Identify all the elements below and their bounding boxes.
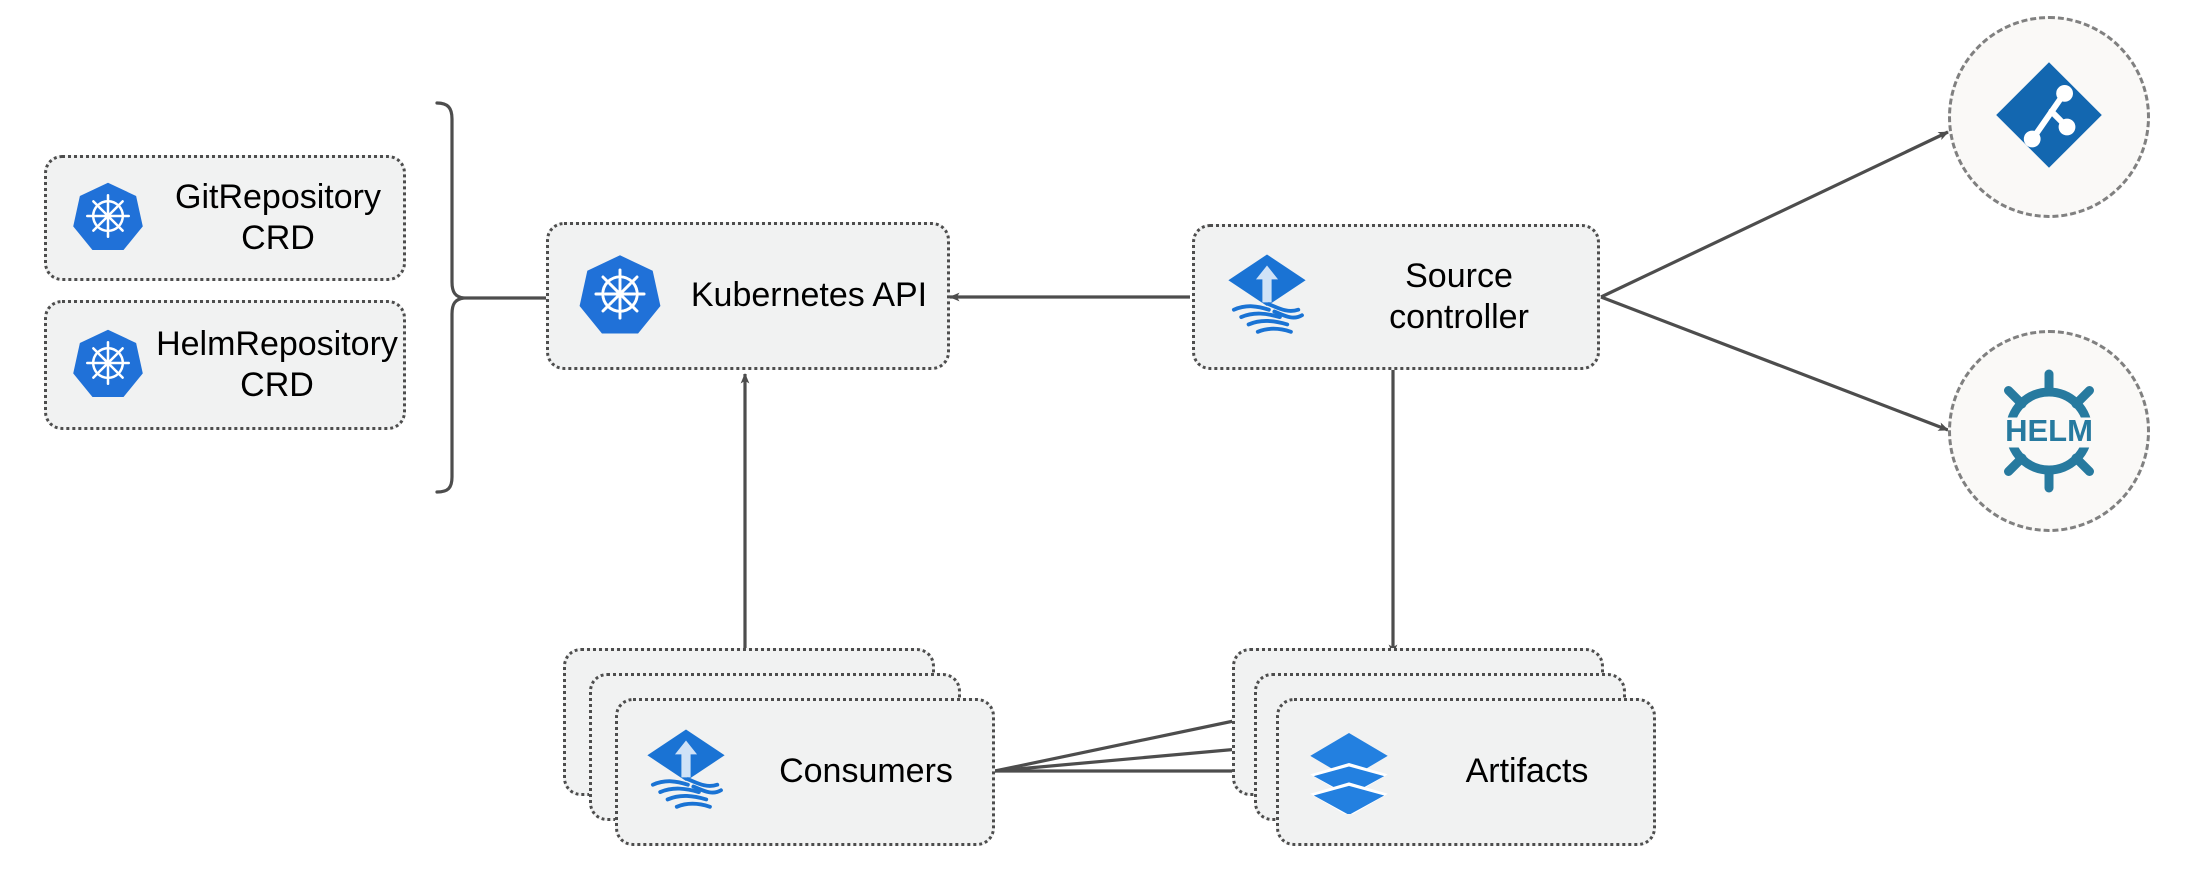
arrow-consumers-to-artifacts-2 [994, 742, 1273, 773]
node-helm-provider[interactable]: HELM [1948, 330, 2150, 532]
node-label: GitRepository CRD [175, 177, 381, 257]
arrow-source-controller-to-git [1600, 130, 1949, 299]
node-label: HelmRepository CRD [156, 324, 398, 404]
kubernetes-icon [71, 326, 145, 405]
node-source-controller[interactable]: Source controller [1192, 224, 1600, 370]
crd-bracket [435, 101, 465, 494]
flux-source-icon [640, 724, 732, 821]
node-helm-repository-crd[interactable]: HelmRepository CRD [44, 300, 406, 430]
git-icon [1989, 55, 2109, 180]
node-kubernetes-api[interactable]: Kubernetes API [546, 222, 950, 370]
kubernetes-icon [71, 179, 145, 258]
node-label: Source controller [1389, 256, 1529, 336]
layers-icon [1305, 726, 1393, 819]
node-artifacts[interactable]: Artifacts [1276, 698, 1656, 846]
node-label: Consumers [779, 752, 953, 791]
kubernetes-icon [577, 251, 663, 342]
arrow-consumers-to-artifacts-1 [994, 715, 1249, 773]
helm-icon: HELM [1974, 356, 2124, 506]
node-label: Kubernetes API [690, 276, 928, 315]
flux-source-icon [1221, 249, 1313, 346]
node-git-provider[interactable] [1948, 16, 2150, 218]
arrow-source-controller-to-helm [1600, 295, 1949, 432]
node-consumers[interactable]: Consumers [615, 698, 995, 846]
node-git-repository-crd[interactable]: GitRepository CRD [44, 155, 406, 281]
node-label: Artifacts [1465, 752, 1589, 791]
helm-wordmark: HELM [2005, 413, 2093, 448]
